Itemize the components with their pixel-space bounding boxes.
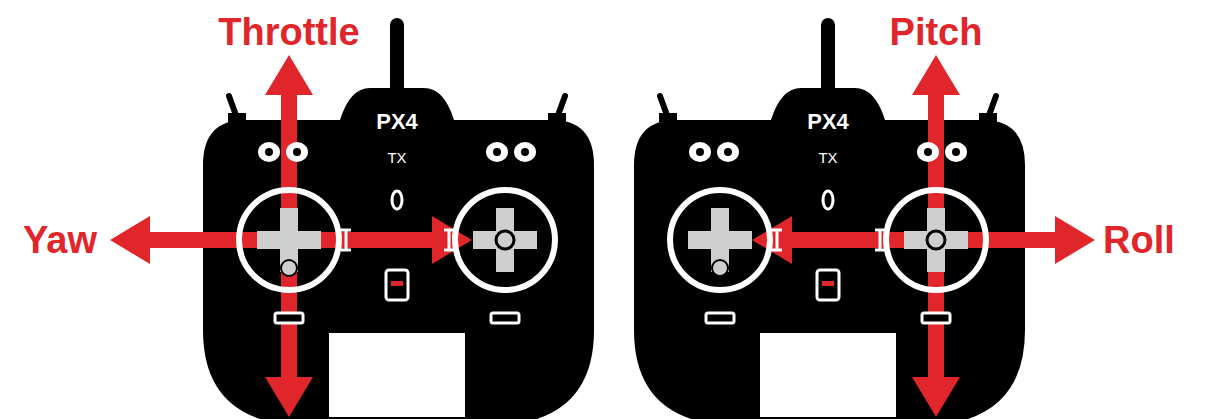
- axis-label: Roll: [1103, 218, 1175, 262]
- antenna: [390, 18, 404, 98]
- transmitter-outline: [623, 15, 1033, 419]
- transmitter-case: [634, 88, 1025, 419]
- toggle-switch: [988, 96, 996, 118]
- brand-text: PX4: [192, 109, 602, 135]
- toggle-switch: [229, 96, 237, 118]
- axis-label: Pitch: [890, 10, 983, 54]
- transmitter-case: [203, 88, 594, 419]
- transmitter-shape: [203, 18, 594, 419]
- brand-text: PX4: [623, 109, 1033, 135]
- transmitter-outline: [192, 15, 602, 419]
- antenna: [821, 18, 835, 98]
- axis-label: Throttle: [218, 10, 359, 54]
- model-text: TX: [623, 148, 1033, 167]
- toggle-switch: [660, 96, 668, 118]
- transmitter-body: PX4TX: [192, 15, 602, 419]
- model-text: TX: [192, 148, 602, 167]
- transmitter-body: PX4TX: [623, 15, 1033, 419]
- transmitter-shape: [634, 18, 1025, 419]
- toggle-switch: [557, 96, 565, 118]
- axis-label: Yaw: [23, 218, 97, 262]
